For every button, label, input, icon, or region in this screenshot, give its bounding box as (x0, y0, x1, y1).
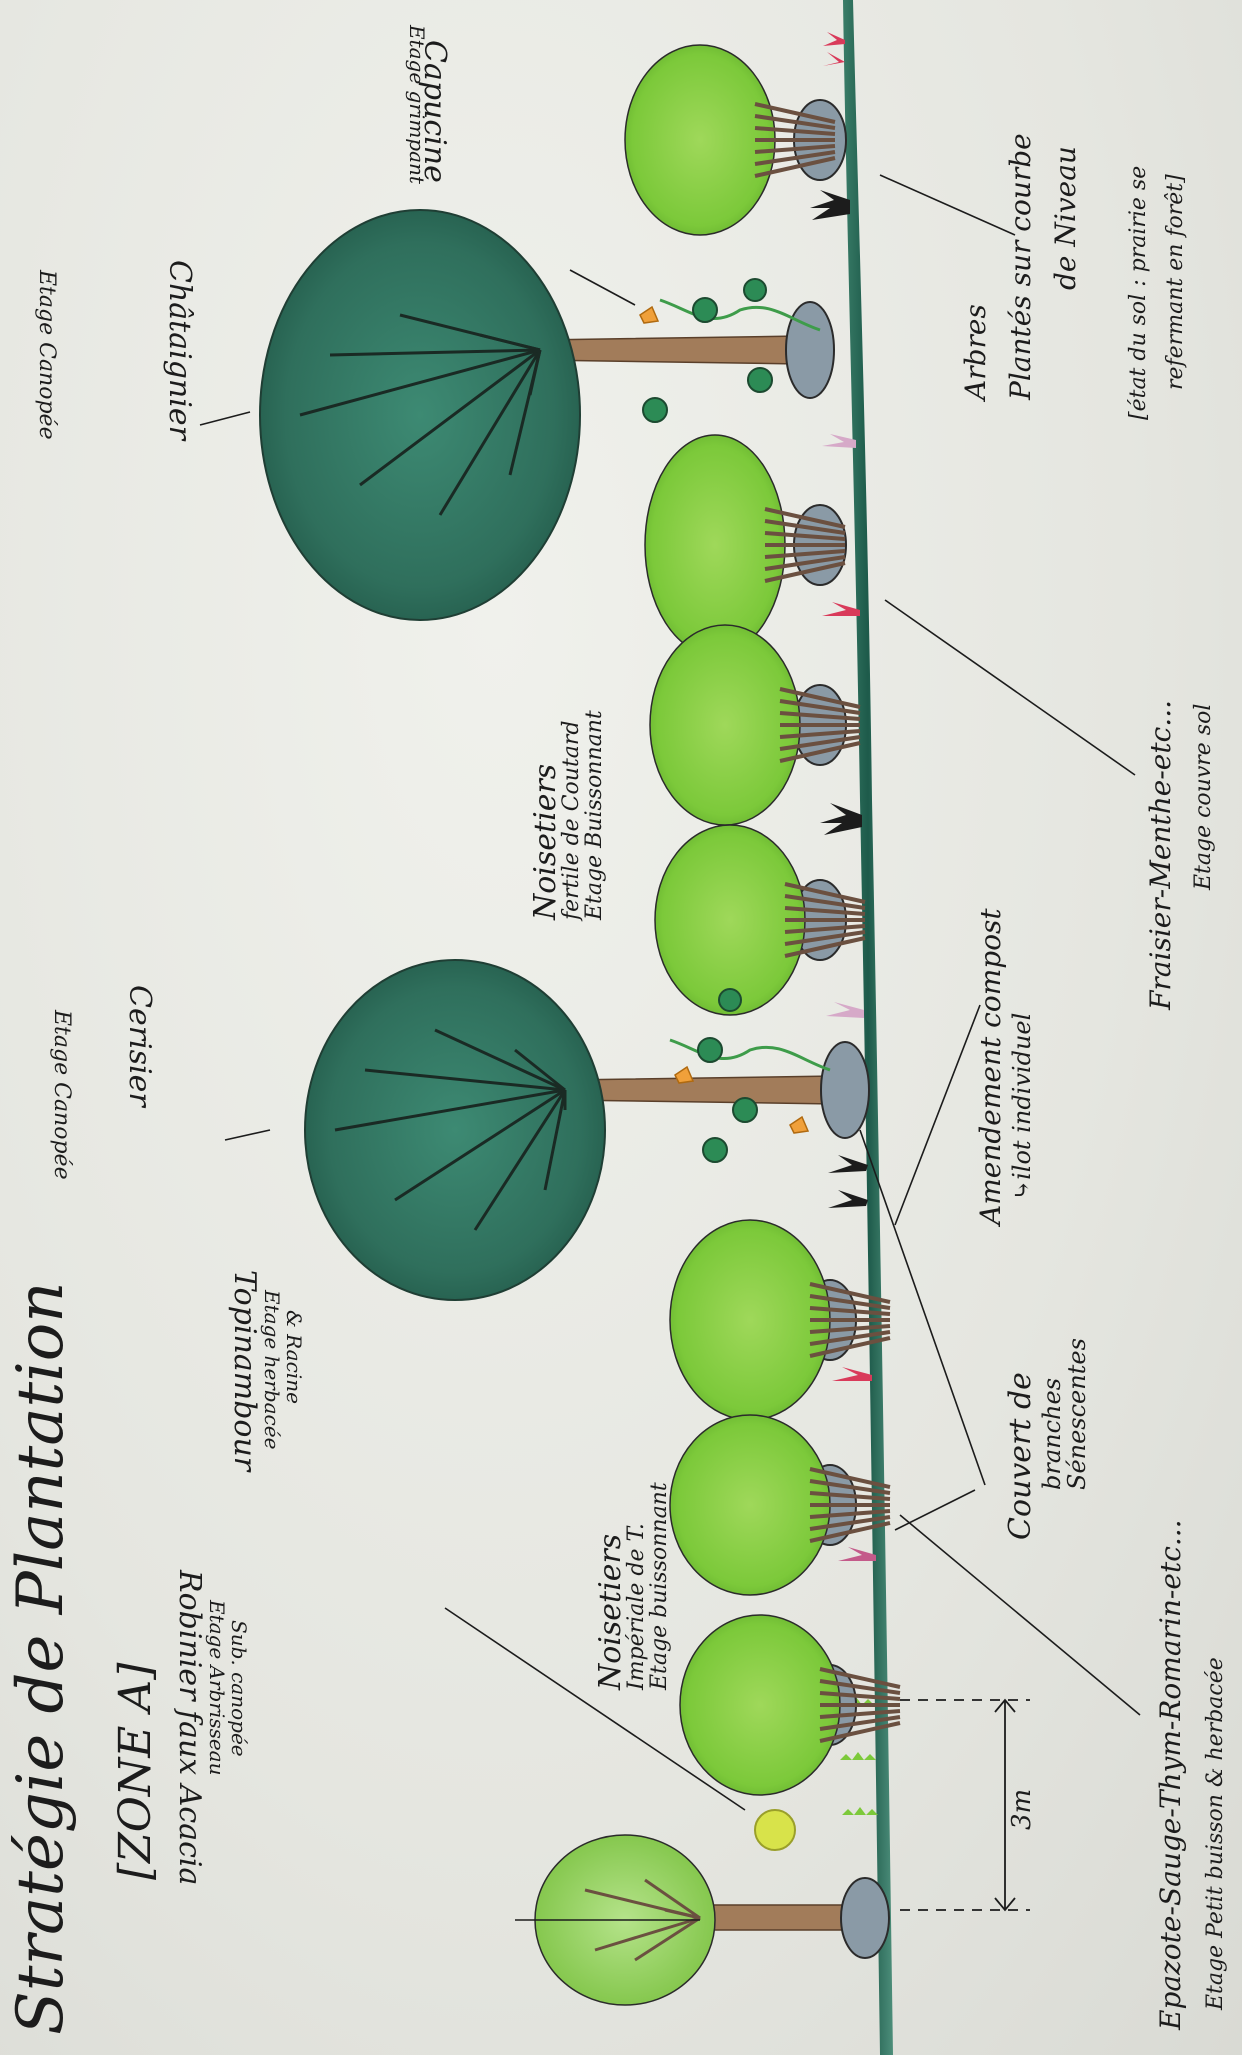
trees (260, 45, 900, 2005)
ground-line (843, 0, 893, 2055)
cerisier-sub: Etage Canopée (49, 1009, 74, 1180)
topinambour-sub2: & Racine (282, 1310, 306, 1404)
arbres-1: Arbres (959, 304, 992, 403)
bush-noisetier-1b (670, 1415, 890, 1595)
noisetiers2-sub2: Etage Buissonnant (582, 710, 607, 921)
epazote-2: Etage Petit buisson & herbacée (1203, 1657, 1228, 2011)
noisetiers1-sub1: Impériale de T. (624, 1523, 649, 1691)
noisetiers1-label: Noisetiers (593, 1534, 628, 1691)
bush-noisetier-1a (670, 1220, 890, 1420)
distance-label: 3m (1007, 1789, 1037, 1830)
fraisier-1: Fraisier-Menthe-etc... (1144, 700, 1177, 1011)
chataignier-sub: Etage Canopée (34, 269, 59, 440)
arbres-3: de Niveau (1049, 146, 1082, 290)
robinier-sub2: Sub. canopée (227, 1620, 251, 1757)
fraisier-2: Etage couvre sol (1191, 704, 1216, 891)
page-title: Stratégie de Plantation (4, 1282, 78, 2035)
noisetiers2-label: Noisetiers (528, 764, 563, 921)
arbres-2: Plantés sur courbe (1004, 133, 1037, 401)
noisetiers1-sub2: Etage buissonnant (647, 1482, 672, 1691)
noisetiers2-sub1: fertile de Coutard (559, 720, 584, 922)
amendement-2: ⤷ilot individuel (1008, 1013, 1036, 1200)
bush-noisetier-2c (655, 825, 865, 1015)
amendement-1: Amendement compost (974, 908, 1007, 1228)
topinambour-label: Topinambour (227, 1270, 262, 1473)
couvert-1: Couvert de (1003, 1372, 1038, 1540)
cerisier-label: Cerisier (122, 985, 157, 1108)
bush-noisetier-1c (680, 1615, 900, 1795)
capucine-sub: Etage grimpant (405, 24, 429, 185)
robinier-sub1: Etage Arbrisseau (205, 1599, 229, 1776)
robinier-label: Robinier faux Acacia (172, 1569, 207, 1885)
bush-noisetier-2a (645, 435, 846, 655)
epazote-1: Epazote-Sauge-Thym-Romarin-etc... (1154, 1519, 1187, 2031)
etat-2: refermant en forêt] (1163, 174, 1188, 390)
etat-1: [état du sol : prairie se (1126, 166, 1151, 420)
couvert-2: branches (1038, 1378, 1066, 1490)
zone-label: [ZONE A] (110, 1662, 161, 1880)
bush-chestnut-right (625, 45, 846, 235)
couvert-3: Sénescentes (1063, 1338, 1091, 1490)
topinambour-sub1: Etage herbacée (260, 1289, 284, 1449)
bush-noisetier-2b (650, 625, 860, 825)
chataignier-label: Châtaignier (162, 260, 197, 442)
